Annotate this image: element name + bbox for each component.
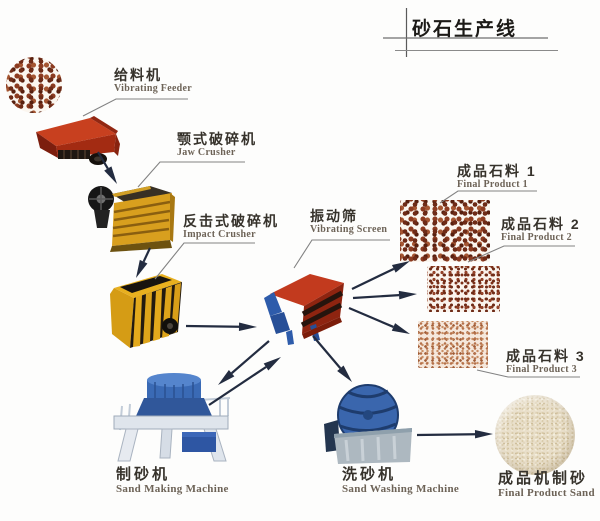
product3-sample [418,321,488,368]
label-final-product-sand: 成品机制砂 Final Product Sand [498,470,595,500]
label-final-product-2: 成品石料 2 Final Product 2 [501,216,581,244]
product2-sample [427,266,500,312]
sand-making-machine-illustration [113,373,231,462]
label-jaw-crusher: 颚式破碎机 Jaw Crusher [177,131,257,159]
arrow-screen-to-product2 [352,290,417,300]
jaw-crusher-illustration [88,186,175,252]
label-sand-washing-machine-cn: 洗砂机 [342,466,397,483]
label-final-product-3: 成品石料 3 Final Product 3 [506,348,586,376]
label-vibrating-screen: 振动筛 Vibrating Screen [310,208,387,236]
label-final-product-sand-cn: 成品机制砂 [498,470,589,487]
final-sand-sample [495,395,575,475]
arrow-impact-to-screen [185,322,257,331]
label-final-product-1-cn: 成品石料 1 [457,163,537,179]
product1-sample [400,200,490,262]
vibrating-screen-illustration [264,274,344,345]
label-sand-making-machine: 制砂机 Sand Making Machine [116,466,229,496]
sand-washing-machine-illustration [324,384,412,464]
impact-crusher-illustration [110,274,182,348]
page-title: 砂石生产线 [412,19,518,40]
leader-screen [293,239,390,269]
arrow-screen-to-product3 [348,306,410,334]
label-vibrating-screen-cn: 振动筛 [310,208,358,224]
label-vibrating-screen-en: Vibrating Screen [310,224,388,236]
label-final-product-1-en: Final Product 1 [457,179,528,191]
label-final-product-1: 成品石料 1 Final Product 1 [457,163,537,191]
arrow-washer-to-final-sand [416,430,493,439]
label-final-product-sand-en: Final Product Sand [498,487,595,500]
label-sand-making-machine-en: Sand Making Machine [116,483,229,496]
label-jaw-crusher-en: Jaw Crusher [177,147,236,159]
arrow-screen-to-product1 [351,261,410,290]
label-final-product-3-en: Final Product 3 [506,364,577,376]
label-sand-making-machine-cn: 制砂机 [116,466,171,483]
label-impact-crusher: 反击式破碎机 Impact Crusher [183,213,279,241]
label-vibrating-feeder: 给料机 Vibrating Feeder [114,67,192,95]
label-final-product-2-en: Final Product 2 [501,232,572,244]
label-impact-crusher-cn: 反击式破碎机 [183,213,279,229]
label-final-product-2-cn: 成品石料 2 [501,216,581,232]
label-vibrating-feeder-en: Vibrating Feeder [114,83,193,95]
vibrating-feeder-illustration [36,116,120,165]
label-jaw-crusher-cn: 颚式破碎机 [177,131,257,147]
label-vibrating-feeder-cn: 给料机 [114,67,162,83]
label-final-product-3-cn: 成品石料 3 [506,348,586,364]
label-impact-crusher-en: Impact Crusher [183,229,256,241]
raw-material-sample [6,57,62,113]
label-sand-washing-machine: 洗砂机 Sand Washing Machine [342,466,459,496]
label-sand-washing-machine-en: Sand Washing Machine [342,483,460,496]
